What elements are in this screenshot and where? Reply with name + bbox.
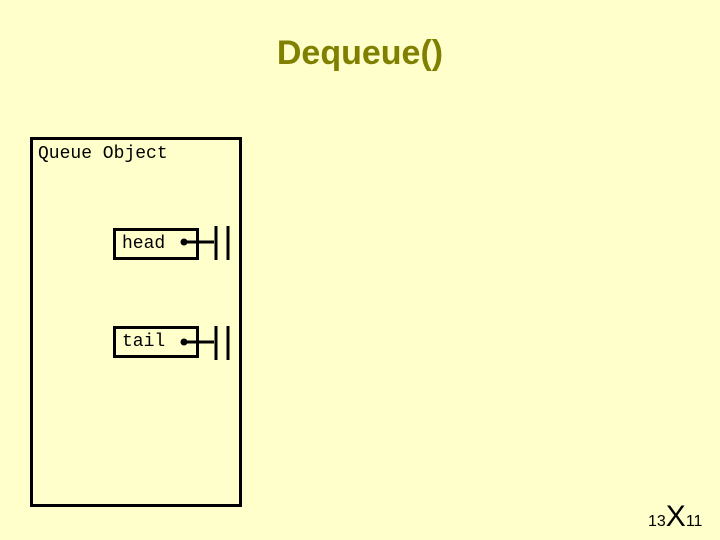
slide-title: Dequeue() bbox=[276, 34, 444, 72]
head-field: head bbox=[113, 228, 199, 260]
slide-number-mid: X bbox=[665, 500, 686, 533]
slide-number: 13X11 bbox=[648, 500, 702, 534]
tail-field: tail bbox=[113, 326, 199, 358]
queue-object-label: Queue Object bbox=[38, 144, 168, 164]
queue-object-box bbox=[30, 137, 242, 507]
slide-number-left: 13 bbox=[648, 513, 666, 530]
slide-number-right: 11 bbox=[685, 513, 703, 530]
